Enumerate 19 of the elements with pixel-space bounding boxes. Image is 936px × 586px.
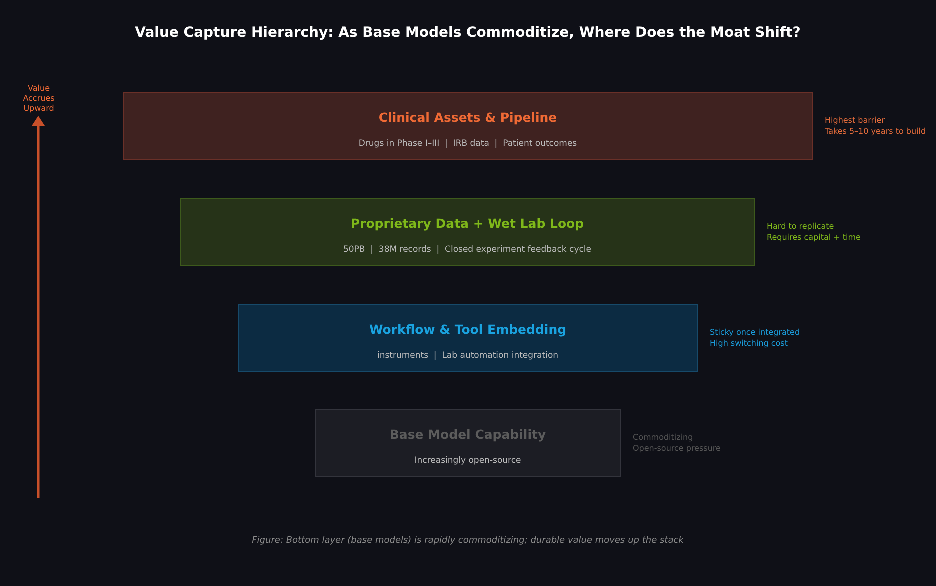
layer-heading: Proprietary Data + Wet Lab Loop [350,216,586,231]
layer-heading: Workflow & Tool Embedding [368,322,568,337]
layer-description: Drugs in Phase I–III | IRB data | Patient outcomes [358,139,578,149]
layer-box [180,198,755,266]
layer-description: instruments | Lab automation integration [376,351,560,361]
layer-description: 50PB | 38M records | Closed experiment feedback cycle [342,245,593,255]
side-note: Sticky once integrated High switching cost [710,327,800,349]
figure-caption: Figure: Bottom layer (base models) is rapidly commoditizing; durable value moves up the stack [251,536,685,546]
side-note: Highest barrier Takes 5–10 years to build [825,115,926,137]
layer-description: Increasingly open-source [414,456,522,466]
layer-box [238,304,698,372]
layer-heading: Base Model Capability [388,427,548,442]
layer-box [315,409,621,477]
axis-label: Value Accrues Upward [22,84,56,114]
diagram-title: Value Capture Hierarchy: As Base Models Commoditize, Where Does the Moat Shift? [134,25,802,41]
layer-box [123,92,813,160]
layer-heading: Clinical Assets & Pipeline [378,110,558,125]
side-note: Hard to replicate Requires capital + time [767,221,861,243]
side-note: Commoditizing Open-source pressure [633,432,721,454]
